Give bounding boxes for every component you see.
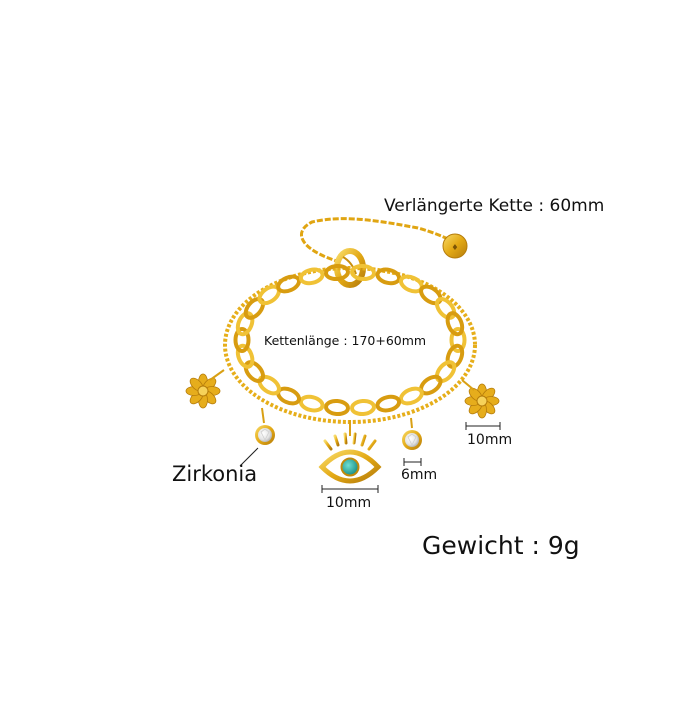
cable-chain <box>233 263 467 417</box>
chain-link <box>243 360 266 384</box>
zirconia-stone-charm-icon <box>402 417 422 450</box>
flower-connector <box>209 369 225 381</box>
flower-connector <box>461 379 475 391</box>
chain-link <box>235 343 255 369</box>
chain-link <box>398 386 424 406</box>
chain-link <box>434 296 457 320</box>
round-tag-charm-icon: ♦ <box>442 233 468 259</box>
extension-chain-label: Verlängerte Kette : 60mm <box>384 196 605 216</box>
label-backdrop <box>258 328 442 352</box>
chain-link <box>257 374 281 396</box>
chain-link <box>375 267 402 286</box>
chain-link <box>419 284 443 306</box>
chain-link <box>449 327 467 353</box>
flower-center <box>476 395 488 407</box>
extension-chain <box>300 217 451 264</box>
daisy-flower-charm-icon <box>185 373 221 409</box>
chain-link <box>298 267 325 286</box>
evil-eye-charm-icon <box>318 420 382 484</box>
chain-link <box>324 398 350 417</box>
chain-link <box>445 311 465 337</box>
chain-link <box>375 394 402 413</box>
chain-link <box>298 394 325 413</box>
chain-link <box>350 263 376 282</box>
zirconia-stone-charm-icon <box>255 407 275 445</box>
svg-text:♦: ♦ <box>451 243 458 252</box>
daisy-flower-charm-icon <box>464 383 500 419</box>
zirconia-label: Zirkonia <box>172 462 258 486</box>
chain-link <box>445 343 465 369</box>
flower-center <box>197 385 209 397</box>
chain-link <box>243 296 266 320</box>
chain-link <box>235 311 255 337</box>
weight-label: Gewicht : 9g <box>422 531 580 560</box>
chain-link <box>276 274 302 294</box>
dimension-lines <box>239 422 501 493</box>
chain-link <box>350 398 376 417</box>
chain-length-label: Kettenlänge : 170+60mm <box>264 333 427 348</box>
chain-link <box>324 263 350 282</box>
eye-charm-size-label: 10mm <box>326 495 372 511</box>
stone-charm-size-label: 6mm <box>401 467 438 483</box>
chain-link <box>434 360 457 384</box>
chain-link <box>233 327 251 353</box>
flower-charm-size-label: 10mm <box>467 432 513 448</box>
